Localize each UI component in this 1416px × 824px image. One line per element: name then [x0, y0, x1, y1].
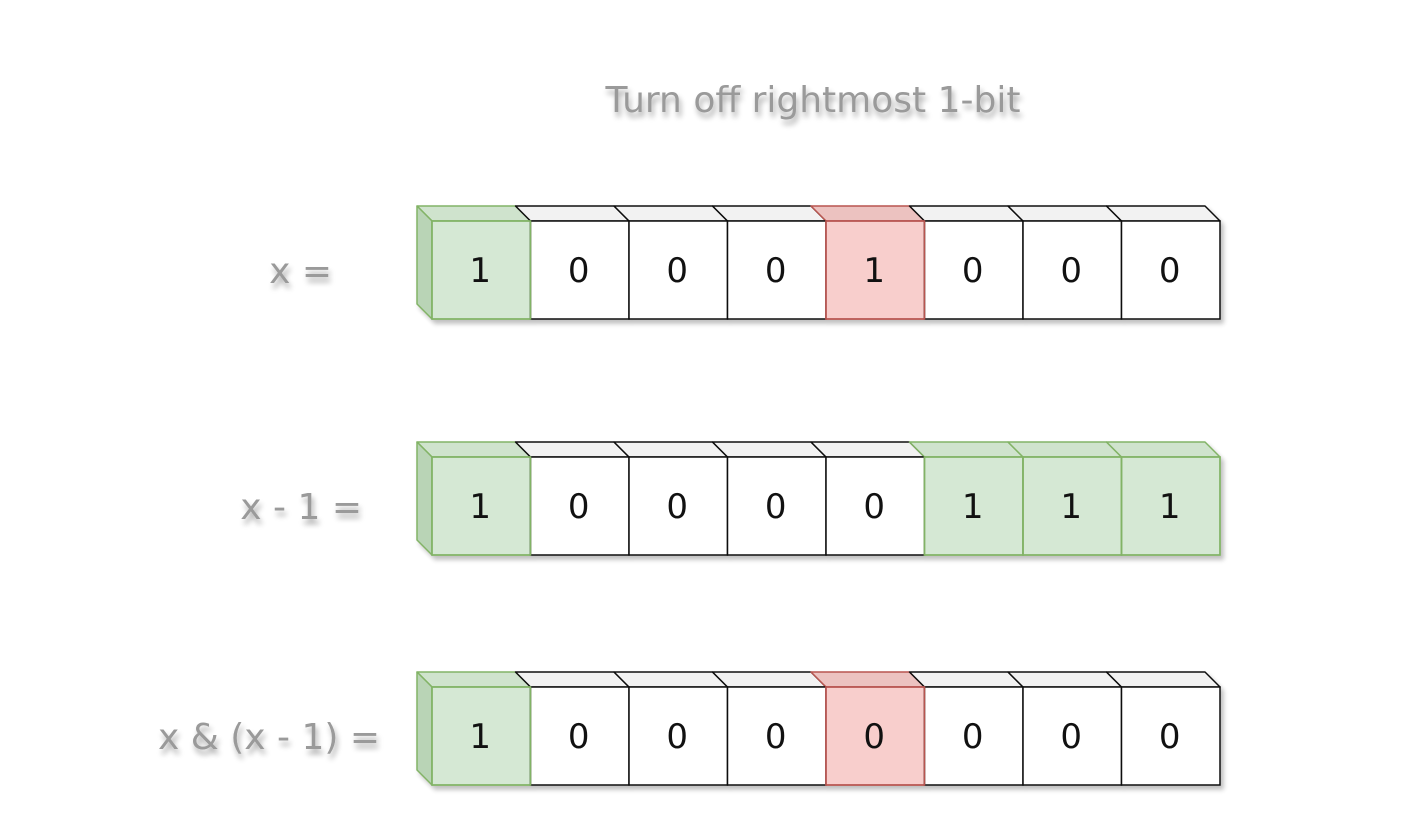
bit-cell-top [1105, 205, 1221, 222]
bit-cell-top [810, 441, 926, 458]
bit-cell-top [810, 671, 926, 688]
bit-value: 0 [962, 717, 984, 757]
bit-cell-top [711, 671, 827, 688]
bit-cell-top [416, 205, 532, 222]
bit-cell-top [810, 205, 926, 222]
bit-cells [416, 441, 1221, 556]
bit-cell [923, 456, 1024, 556]
bit-row-3: x & (x - 1) = 1 0 0 0 0 0 0 0 [158, 671, 1221, 786]
bit-cell [1120, 220, 1221, 320]
bit-row-side [416, 441, 433, 556]
bit-value: 1 [469, 251, 491, 291]
bit-cell-top [908, 441, 1024, 458]
bit-value: 0 [666, 717, 688, 757]
bit-cell-top [908, 205, 1024, 222]
bit-cell [628, 220, 729, 320]
bit-cell-top [1007, 205, 1123, 222]
bit-cell [1022, 220, 1123, 320]
bit-value: 0 [1060, 251, 1082, 291]
row-label: x & (x - 1) = [158, 717, 380, 758]
bit-cell-top [711, 441, 827, 458]
bit-cell [726, 686, 827, 786]
bit-cell-top [908, 671, 1024, 688]
bit-value: 0 [863, 717, 885, 757]
rows-layer: x = 1 0 0 0 1 0 0 0 x - 1 = 1 0 0 0 0 1 1 1 x & (x - 1) = 1… [158, 205, 1221, 786]
bit-cell [726, 220, 827, 320]
diagram-title: Turn off rightmost 1-bit [605, 80, 1021, 121]
bit-row-2: x - 1 = 1 0 0 0 0 1 1 1 [240, 441, 1221, 556]
bit-cell [1022, 456, 1123, 556]
bit-value: 0 [1159, 717, 1181, 757]
bit-cell-top [416, 441, 532, 458]
bit-cells [416, 205, 1221, 320]
bit-cell-top [1007, 441, 1123, 458]
bit-cell-highlight-border [431, 220, 532, 320]
bit-value: 1 [469, 487, 491, 527]
bit-cell-highlight-border [431, 686, 532, 786]
bit-cell [431, 220, 532, 320]
bit-value: 0 [666, 251, 688, 291]
bit-cell [825, 686, 926, 786]
bit-value: 1 [1159, 487, 1181, 527]
bit-cell [1120, 686, 1221, 786]
bit-cell-top [514, 205, 630, 222]
bit-cell-highlight-border [1120, 456, 1221, 556]
bit-value: 0 [568, 717, 590, 757]
bit-value: 1 [863, 251, 885, 291]
bit-row-side [416, 205, 433, 320]
bit-cell [529, 686, 630, 786]
bit-value: 1 [962, 487, 984, 527]
bit-cell-top [514, 441, 630, 458]
bit-value: 0 [765, 251, 787, 291]
bit-value: 0 [962, 251, 984, 291]
bit-value: 0 [1159, 251, 1181, 291]
bit-cell-top [1007, 671, 1123, 688]
bit-cell-top [1105, 441, 1221, 458]
bit-cell [726, 456, 827, 556]
bit-value: 0 [765, 717, 787, 757]
row-label: x = [269, 251, 332, 292]
bit-value: 0 [666, 487, 688, 527]
bit-cell [825, 456, 926, 556]
bit-value: 0 [568, 251, 590, 291]
bit-cell-top [416, 671, 532, 688]
bit-cell-top [613, 205, 729, 222]
bit-cell [628, 686, 729, 786]
bit-cell-top [711, 205, 827, 222]
bit-value: 1 [1060, 487, 1082, 527]
bit-cell-top [514, 671, 630, 688]
bit-row-side [416, 671, 433, 786]
bit-value: 0 [863, 487, 885, 527]
bit-row-1: x = 1 0 0 0 1 0 0 0 [269, 205, 1221, 320]
bit-cell-top [613, 441, 729, 458]
bit-value: 0 [568, 487, 590, 527]
bit-cell [1120, 456, 1221, 556]
bit-cell-highlight-border [431, 456, 532, 556]
bit-cell [1022, 686, 1123, 786]
bit-cell [431, 686, 532, 786]
bit-value: 0 [1060, 717, 1082, 757]
row-label: x - 1 = [240, 487, 362, 528]
bit-cell [529, 220, 630, 320]
bit-value: 1 [469, 717, 491, 757]
bit-cell-top [613, 671, 729, 688]
bit-cell-top [1105, 671, 1221, 688]
bit-cell [923, 686, 1024, 786]
bit-cell-highlight-border [825, 686, 926, 786]
bit-cells [416, 671, 1221, 786]
bit-cell-highlight-border [825, 220, 926, 320]
bit-value: 0 [765, 487, 787, 527]
